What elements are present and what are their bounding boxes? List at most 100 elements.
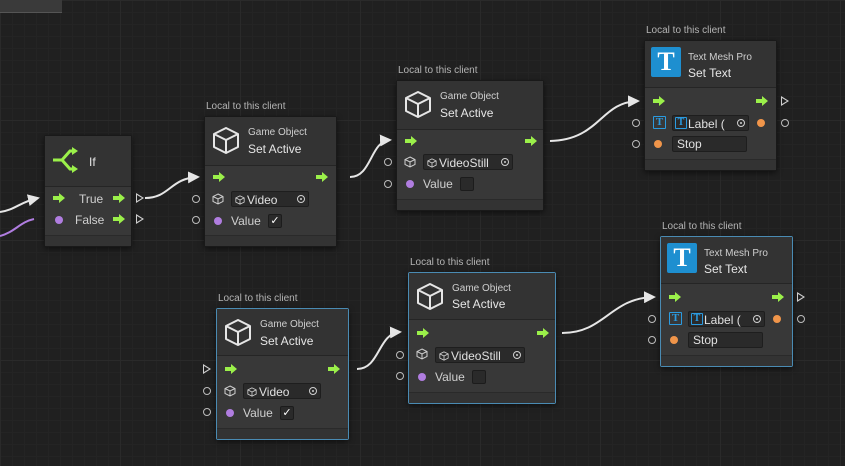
object-picker-icon[interactable] (513, 351, 521, 359)
node-caption: Local to this client (410, 257, 490, 268)
if-node-footer (45, 235, 131, 246)
set-active-node[interactable]: Game Object Set Active Video Value ✓ (216, 308, 349, 440)
node-title: Set Active (260, 334, 314, 348)
text-value-field[interactable]: Stop (672, 136, 747, 152)
node-caption: Local to this client (398, 65, 478, 76)
condition-port[interactable] (55, 216, 63, 224)
text-component-field[interactable]: T Label ( (672, 115, 749, 131)
node-title: Set Text (688, 66, 732, 80)
node-caption: Local to this client (646, 25, 726, 36)
target-input-port[interactable] (192, 195, 200, 203)
wire-setactive1-to-setactive2 (349, 134, 392, 178)
target-input-port[interactable] (632, 119, 640, 127)
value-port[interactable] (226, 409, 234, 417)
true-out-arrow-icon (113, 193, 125, 203)
value-label: Value (243, 406, 273, 420)
set-active-node[interactable]: Game Object Set Active Video Value ✓ (204, 116, 337, 247)
text-value-field[interactable]: Stop (688, 332, 763, 348)
text-input-port[interactable] (648, 336, 656, 344)
node-header: T Text Mesh Pro Set Text (661, 237, 792, 284)
flow-in-arrow-icon (213, 172, 225, 182)
text-output-port[interactable] (797, 315, 805, 323)
flow-output-port[interactable] (781, 96, 789, 106)
node-caption: Local to this client (206, 101, 286, 112)
value-port[interactable] (418, 373, 426, 381)
value-input-port[interactable] (192, 216, 200, 224)
flow-in-arrow-icon (405, 136, 417, 146)
node-category: Game Object (248, 127, 307, 138)
text-port[interactable] (670, 336, 678, 344)
wire-bottom-setactive1-to-setactive2 (356, 326, 402, 370)
set-active-node[interactable]: Game Object Set Active VideoStill Value (396, 80, 544, 211)
node-header: Game Object Set Active (397, 81, 543, 130)
flow-in-arrow-icon (225, 364, 237, 374)
text-component-value: Label ( (688, 117, 725, 131)
value-port[interactable] (214, 217, 222, 225)
value-checkbox[interactable]: ✓ (268, 214, 282, 228)
node-category: Game Object (440, 91, 499, 102)
set-text-node[interactable]: T Text Mesh Pro Set Text T T Label ( Sto… (644, 40, 777, 171)
node-caption: Local to this client (218, 293, 298, 304)
value-input-port[interactable] (203, 408, 211, 416)
target-cube-icon (404, 156, 416, 168)
value-checkbox[interactable] (472, 370, 486, 384)
wire-incoming-flow (0, 194, 40, 213)
object-picker-icon[interactable] (753, 315, 761, 323)
false-label: False (75, 213, 105, 227)
game-object-cube-icon (417, 283, 443, 310)
text-component-field[interactable]: T Label ( (688, 311, 765, 327)
node-category: Game Object (260, 319, 319, 330)
node-title: Set Text (704, 262, 748, 276)
node-caption: Local to this client (662, 221, 742, 232)
target-object-field[interactable]: VideoStill (435, 347, 525, 363)
object-picker-icon[interactable] (737, 119, 745, 127)
if-node-header: If (45, 136, 131, 187)
value-port[interactable] (406, 180, 414, 188)
flow-in-arrow-icon (417, 328, 429, 338)
target-input-port[interactable] (396, 351, 404, 359)
value-input-port[interactable] (384, 180, 392, 188)
node-footer (661, 355, 792, 366)
value-checkbox[interactable]: ✓ (280, 406, 294, 420)
node-footer (205, 235, 336, 246)
wire-setactive2-to-settext (549, 95, 640, 142)
flow-input-port[interactable] (203, 364, 211, 374)
object-picker-icon[interactable] (297, 195, 305, 203)
target-object-field[interactable]: VideoStill (423, 154, 513, 170)
target-object-field[interactable]: Video (231, 191, 309, 207)
flow-out-arrow-icon (525, 136, 537, 146)
object-picker-icon[interactable] (309, 387, 317, 395)
text-input-port[interactable] (632, 140, 640, 148)
node-title: Set Active (248, 142, 302, 156)
target-cube-icon (416, 348, 428, 360)
false-output-port[interactable] (136, 214, 144, 224)
value-input-port[interactable] (396, 372, 404, 380)
if-node[interactable]: If True False (44, 135, 132, 247)
flow-in-arrow-icon (53, 193, 65, 203)
target-input-port[interactable] (648, 315, 656, 323)
text-output-port[interactable] (781, 119, 789, 127)
target-input-port[interactable] (384, 158, 392, 166)
text-port[interactable] (654, 140, 662, 148)
flow-output-port[interactable] (797, 292, 805, 302)
flow-out-arrow-icon (772, 292, 784, 302)
set-text-node[interactable]: T Text Mesh Pro Set Text T T Label ( Sto… (660, 236, 793, 367)
wire-bottom-setactive2-to-settext (561, 291, 656, 334)
target-cube-icon (224, 385, 236, 397)
object-picker-icon[interactable] (501, 158, 509, 166)
target-object-value: Video (247, 193, 278, 207)
node-title: Set Active (440, 106, 494, 120)
node-footer (397, 199, 543, 210)
target-object-value: VideoStill (451, 349, 501, 363)
set-active-node[interactable]: Game Object Set Active VideoStill Value (408, 272, 556, 404)
node-category: Text Mesh Pro (688, 52, 752, 63)
value-checkbox[interactable] (460, 177, 474, 191)
true-output-port[interactable] (136, 193, 144, 203)
flow-out-arrow-icon (756, 96, 768, 106)
target-object-value: VideoStill (439, 156, 489, 170)
target-object-field[interactable]: Video (243, 383, 321, 399)
text-mesh-pro-icon: T (651, 47, 681, 77)
text-mesh-pro-icon: T (667, 243, 697, 273)
target-input-port[interactable] (203, 387, 211, 395)
